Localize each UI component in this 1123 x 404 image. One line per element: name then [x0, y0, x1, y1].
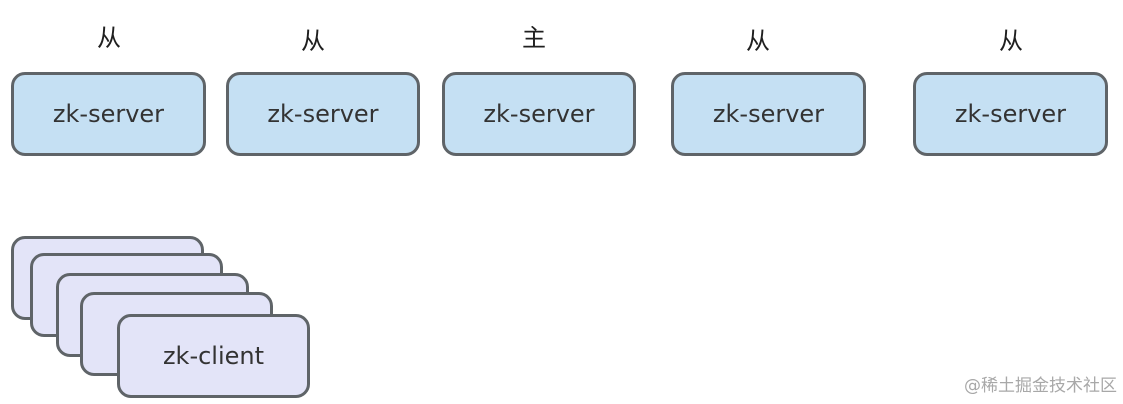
zk-server-node-1: zk-server — [11, 72, 206, 156]
server-3-role-label: 主 — [522, 24, 546, 52]
server-1-role-label: 从 — [97, 24, 121, 52]
zk-server-node-5: zk-server — [913, 72, 1108, 156]
server-label: zk-server — [712, 100, 825, 128]
zk-server-node-3: zk-server — [442, 72, 636, 156]
zk-server-node-2: zk-server — [226, 72, 420, 156]
client-label: zk-client — [162, 342, 265, 370]
server-5-role-label: 从 — [999, 27, 1023, 55]
watermark-text: @稀土掘金技术社区 — [964, 376, 1117, 396]
zk-client-node: zk-client — [117, 314, 310, 398]
server-4-role-label: 从 — [746, 27, 770, 55]
zk-server-node-4: zk-server — [671, 72, 866, 156]
server-label: zk-server — [483, 100, 595, 128]
server-2-role-label: 从 — [301, 27, 325, 55]
server-label: zk-server — [954, 100, 1067, 128]
server-label: zk-server — [267, 100, 379, 128]
server-label: zk-server — [52, 100, 165, 128]
